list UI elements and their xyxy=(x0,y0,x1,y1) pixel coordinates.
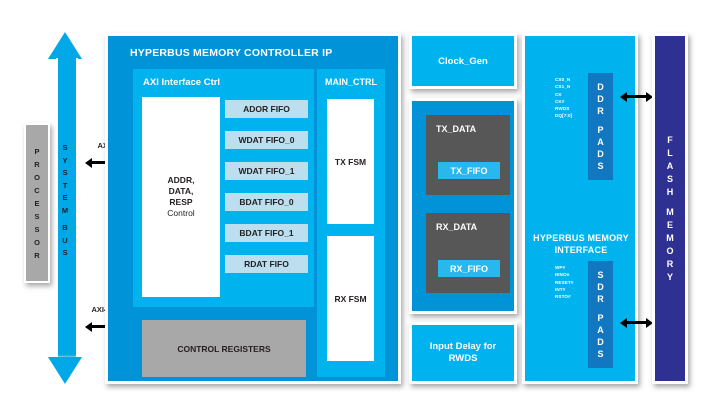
sdr-signal-1: IENOn xyxy=(555,272,570,278)
axi-core-line-3: Control xyxy=(167,208,195,218)
ddr-signal-4: RWDS xyxy=(555,106,570,112)
axi-core-line-2: RESP xyxy=(169,197,193,207)
tx-data-block: TX_DATA TX_FIFO xyxy=(426,115,510,195)
system-bus-arrowhead-up xyxy=(48,32,82,59)
ddr-signal-3: CK# xyxy=(555,98,565,104)
rx-data-title: RX_DATA xyxy=(436,222,478,232)
fifo-bdat-1: BDAT FIFO_1 xyxy=(225,224,308,242)
axi-interface-ctrl-title: AXI Interface Ctrl xyxy=(143,77,221,88)
control-registers-block: CONTROL REGISTERS xyxy=(142,320,306,377)
tx-fifo-chip: TX_FIFO xyxy=(438,162,500,179)
sdr-signal-list: WP# IENOn RESET# INT# RSTO# xyxy=(555,264,587,300)
axi-addr-data-resp-control: ADDR, DATA, RESP Control xyxy=(142,97,220,297)
fifo-wdat-0: WDAT FIFO_0 xyxy=(225,131,308,149)
sdr-signal-3: INT# xyxy=(555,286,566,292)
system-bus-arrowhead-down xyxy=(48,357,82,384)
tx-fsm-block: TX FSM xyxy=(327,99,374,224)
controller-ip-panel: HYPERBUS MEMORY CONTROLLER IP AXI Interf… xyxy=(105,33,401,384)
axi-core-line-1: DATA, xyxy=(168,186,194,196)
sdr-signal-4: RSTO# xyxy=(555,294,571,300)
clock-gen-block: Clock_Gen xyxy=(409,33,517,89)
fifo-bdat-0: BDAT FIFO_0 xyxy=(225,193,308,211)
sdr-signal-2: RESET# xyxy=(555,279,574,285)
fifo-wdat-1: WDAT FIFO_1 xyxy=(225,162,308,180)
fifo-ador: ADOR FIFO xyxy=(225,100,308,118)
rx-data-block: RX_DATA RX_FIFO xyxy=(426,213,510,293)
sdr-flash-arrow xyxy=(620,317,653,328)
main-ctrl-title: MAIN_CTRL xyxy=(325,77,377,87)
axi-interface-ctrl-panel: AXI Interface Ctrl ADDR, DATA, RESP Cont… xyxy=(133,69,314,307)
system-bus-shaft xyxy=(56,58,78,358)
input-delay-rwds-label: Input Delay for RWDS xyxy=(429,341,497,364)
ddr-flash-arrow xyxy=(620,91,653,102)
fifo-rdat: RDAT FIFO xyxy=(225,255,308,273)
input-delay-rwds-block: Input Delay for RWDS xyxy=(409,322,517,384)
controller-ip-title: HYPERBUS MEMORY CONTROLLER IP xyxy=(130,47,333,59)
ddr-signal-0: CS0_N xyxy=(555,77,571,82)
rx-fifo-chip: RX_FIFO xyxy=(438,260,500,277)
hyperbus-memory-interface-title: HYPERBUS MEMORY INTERFACE xyxy=(533,233,629,255)
axi-core-line-0: ADDR, xyxy=(167,175,195,185)
ddr-signal-5: DQ[7:0] xyxy=(555,113,573,119)
main-ctrl-panel: MAIN_CTRL TX FSM RX FSM xyxy=(317,69,385,377)
ddr-signal-1: CS1_N xyxy=(555,84,571,90)
ddr-signal-2: CK xyxy=(555,91,562,97)
datapath-panel: TX_DATA TX_FIFO RX_DATA RX_FIFO xyxy=(409,98,517,314)
rx-fsm-block: RX FSM xyxy=(327,236,374,361)
tx-data-title: TX_DATA xyxy=(436,124,477,134)
ddr-signal-list: CS0_N CS1_N CK CK# RWDS DQ[7:0] xyxy=(555,76,587,120)
sdr-signal-0: WP# xyxy=(555,265,566,270)
